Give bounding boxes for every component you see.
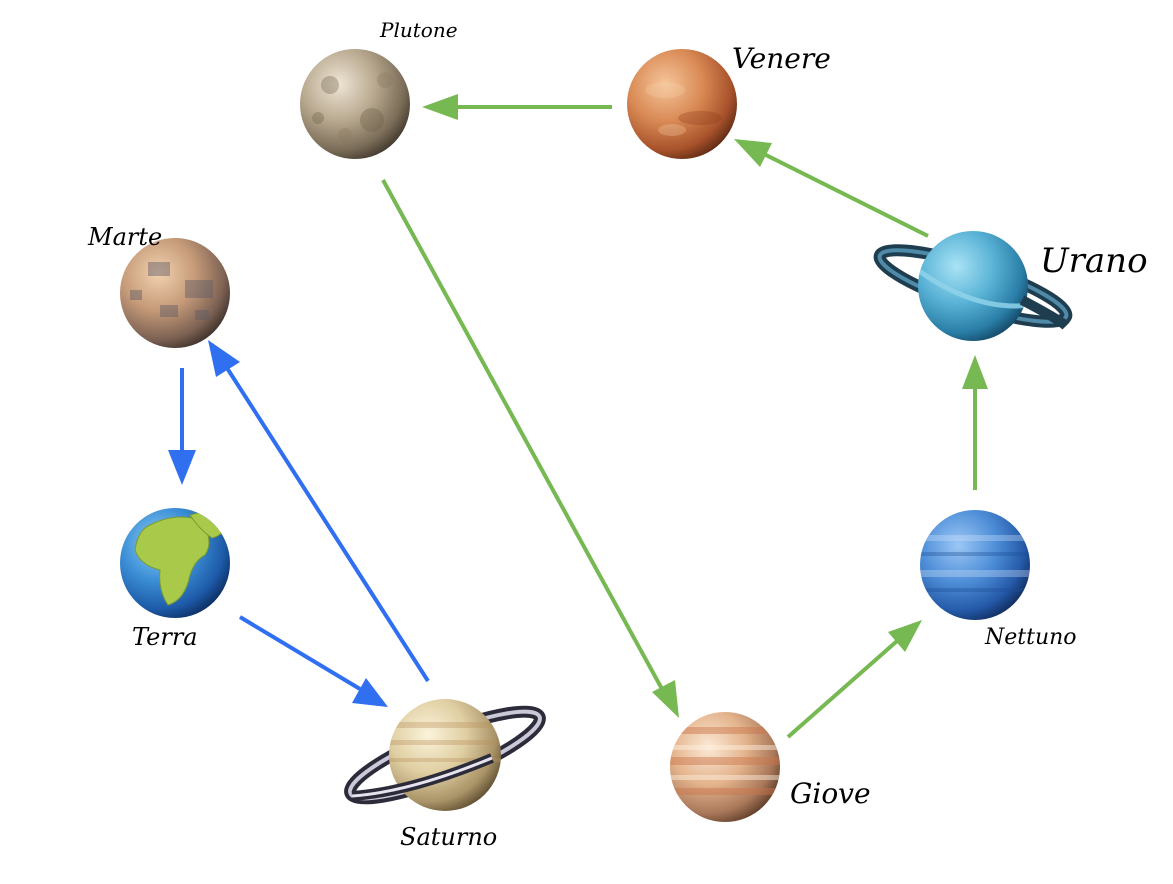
planet-saturno [344,699,546,811]
label-plutone: Plutone [379,18,458,42]
label-venere: Venere [732,42,831,75]
arrow-urano-to-venere [734,139,929,238]
planet-venere [627,49,737,159]
planet-terra [120,508,230,618]
planet-plutone [300,49,410,159]
label-nettuno: Nettuno [984,625,1077,650]
planet-nettuno [920,510,1030,620]
arrows [168,94,988,739]
planet-marte [120,238,230,348]
arrow-plutone-to-giove [381,179,679,718]
arrow-giove-to-nettuno [786,620,922,739]
label-marte: Marte [87,223,162,251]
label-terra: Terra [132,623,198,651]
planet-giove [670,712,780,822]
arrow-marte-to-terra [168,368,196,485]
arrow-nettuno-to-urano [962,355,988,490]
label-saturno: Saturno [400,823,497,851]
arrow-terra-to-saturno [238,615,388,707]
arrow-saturno-to-marte [208,340,430,683]
arrow-venere-to-plutone [422,94,612,120]
planet-urano [873,231,1073,341]
label-urano: Urano [1040,241,1148,281]
label-giove: Giove [790,777,871,810]
